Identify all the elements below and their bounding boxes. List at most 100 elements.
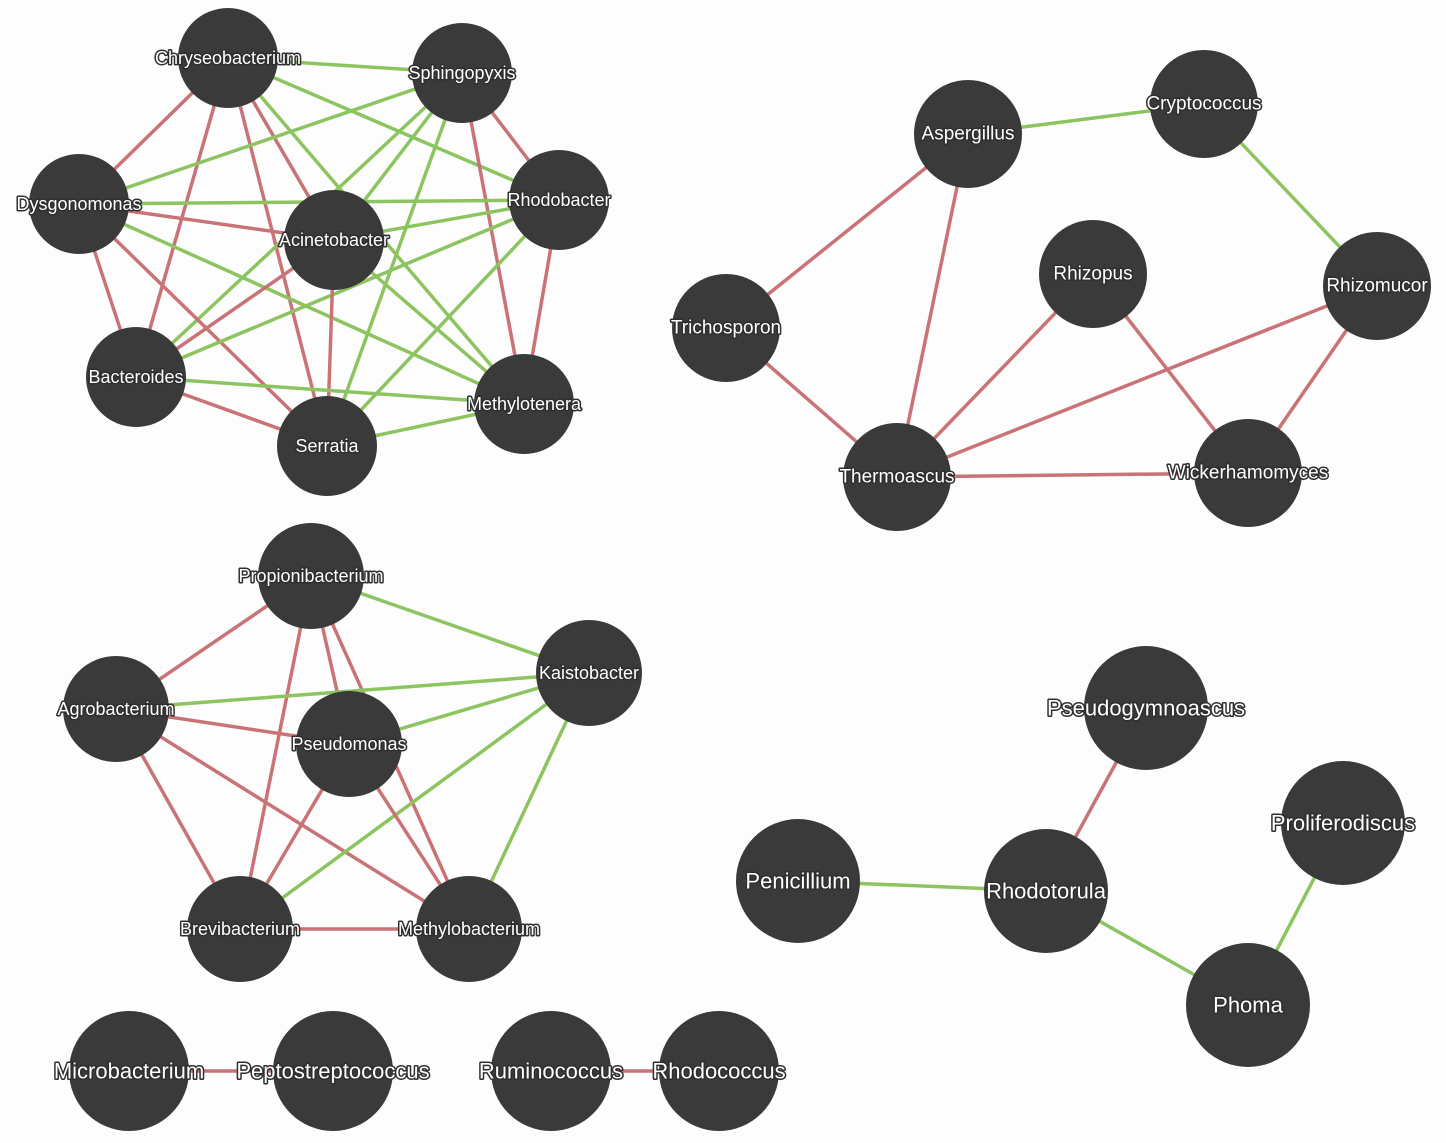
- node-thermoascus: Thermoascus: [838, 423, 956, 531]
- node-label-thermoascus: Thermoascus: [839, 467, 954, 488]
- node-circle-phoma: [1186, 943, 1310, 1067]
- node-circle-methylobacterium: [416, 876, 522, 982]
- node-label-peptostreptococcus: Peptostreptococcus: [236, 1059, 429, 1084]
- node-acinetobacter: Acinetobacter: [277, 190, 391, 290]
- node-label-bacteroides: Bacteroides: [88, 367, 183, 387]
- node-circle-kaistobacter: [536, 620, 642, 726]
- node-label-ruminococcus: Ruminococcus: [479, 1059, 623, 1084]
- edge-kaistobacter-brevibacterium-positive: [238, 671, 591, 931]
- node-label-microbacterium: Microbacterium: [54, 1059, 204, 1084]
- node-circle-pseudomonas: [296, 691, 402, 797]
- node-circle-peptostreptococcus: [273, 1011, 393, 1131]
- node-methylobacterium: Methylobacterium: [396, 876, 542, 982]
- edge-aspergillus-thermoascus-negative: [895, 132, 970, 479]
- node-label-pseudomonas: Pseudomonas: [291, 734, 406, 754]
- edge-sphingopyxis-dysgonomonas-positive: [77, 71, 464, 206]
- edge-chryseobacterium-rhodobacter-positive: [226, 56, 561, 202]
- node-brevibacterium: Brevibacterium: [178, 876, 302, 982]
- edge-rhodobacter-bacteroides-positive: [134, 198, 561, 379]
- node-label-trichosporon: Trichosporon: [671, 318, 781, 339]
- node-circle-microbacterium: [69, 1011, 189, 1131]
- node-circle-brevibacterium: [187, 876, 293, 982]
- node-label-serratia: Serratia: [295, 436, 359, 456]
- node-circle-serratia: [277, 396, 377, 496]
- node-circle-cryptococcus: [1150, 50, 1258, 158]
- edge-rhodobacter-serratia-positive: [325, 198, 561, 448]
- node-rhizomucor: Rhizomucor: [1323, 232, 1431, 340]
- node-circle-methylotenera: [474, 354, 574, 454]
- node-circle-rhodococcus: [659, 1011, 779, 1131]
- node-label-phoma: Phoma: [1213, 993, 1283, 1018]
- edge-agrobacterium-methylobacterium-negative: [114, 707, 471, 931]
- node-rhodobacter: Rhodobacter: [506, 150, 612, 250]
- node-phoma: Phoma: [1186, 943, 1310, 1067]
- node-rhodococcus: Rhodococcus: [651, 1011, 787, 1131]
- edge-sphingopyxis-serratia-positive: [325, 71, 464, 448]
- node-circle-ruminococcus: [491, 1011, 611, 1131]
- node-penicillium: Penicillium: [736, 819, 860, 943]
- edge-dysgonomonas-serratia-negative: [77, 202, 329, 448]
- node-aspergillus: Aspergillus: [914, 80, 1022, 188]
- node-circle-penicillium: [736, 819, 860, 943]
- node-circle-acinetobacter: [284, 190, 384, 290]
- node-label-pseudogymnoascus: Pseudogymnoascus: [1047, 696, 1245, 721]
- node-label-agrobacterium: Agrobacterium: [57, 699, 174, 719]
- node-sphingopyxis: Sphingopyxis: [407, 23, 517, 123]
- node-circle-agrobacterium: [63, 656, 169, 762]
- node-agrobacterium: Agrobacterium: [56, 656, 176, 762]
- node-chryseobacterium: Chryseobacterium: [153, 8, 303, 108]
- node-circle-rhizopus: [1039, 220, 1147, 328]
- node-cryptococcus: Cryptococcus: [1145, 50, 1263, 158]
- node-proliferodiscus: Proliferodiscus: [1269, 761, 1417, 885]
- node-dysgonomonas: Dysgonomonas: [15, 154, 143, 254]
- node-pseudomonas: Pseudomonas: [290, 691, 408, 797]
- node-label-aspergillus: Aspergillus: [922, 124, 1015, 145]
- node-circle-propionibacterium: [258, 523, 364, 629]
- edge-agrobacterium-kaistobacter-positive: [114, 671, 591, 711]
- node-methylotenera: Methylotenera: [465, 354, 584, 454]
- node-label-acinetobacter: Acinetobacter: [279, 230, 389, 250]
- node-propionibacterium: Propionibacterium: [237, 523, 385, 629]
- node-label-cryptococcus: Cryptococcus: [1146, 94, 1261, 115]
- node-peptostreptococcus: Peptostreptococcus: [235, 1011, 431, 1131]
- node-label-rhodotorula: Rhodotorula: [986, 879, 1107, 904]
- node-circle-thermoascus: [843, 423, 951, 531]
- node-label-sphingopyxis: Sphingopyxis: [408, 63, 515, 83]
- node-label-proliferodiscus: Proliferodiscus: [1271, 811, 1415, 836]
- node-circle-bacteroides: [86, 327, 186, 427]
- node-circle-proliferodiscus: [1281, 761, 1405, 885]
- node-ruminococcus: Ruminococcus: [477, 1011, 625, 1131]
- edge-rhizomucor-thermoascus-negative: [895, 284, 1379, 479]
- node-circle-trichosporon: [672, 274, 780, 382]
- node-label-rhizopus: Rhizopus: [1053, 264, 1132, 285]
- edge-thermoascus-wickerhamomyces-negative: [895, 471, 1250, 479]
- edge-bacteroides-methylotenera-positive: [134, 375, 526, 406]
- node-layer: ChryseobacteriumSphingopyxisDysgonomonas…: [15, 8, 1431, 1131]
- node-circle-aspergillus: [914, 80, 1022, 188]
- node-circle-wickerhamomyces: [1194, 419, 1302, 527]
- node-circle-sphingopyxis: [412, 23, 512, 123]
- node-label-kaistobacter: Kaistobacter: [539, 663, 639, 683]
- node-bacteroides: Bacteroides: [86, 327, 186, 427]
- node-label-propionibacterium: Propionibacterium: [238, 566, 383, 586]
- node-circle-chryseobacterium: [178, 8, 278, 108]
- edge-propionibacterium-brevibacterium-negative: [238, 574, 313, 931]
- node-circle-rhodobacter: [509, 150, 609, 250]
- node-pseudogymnoascus: Pseudogymnoascus: [1045, 646, 1247, 770]
- node-label-dysgonomonas: Dysgonomonas: [16, 194, 141, 214]
- edge-sphingopyxis-methylotenera-negative: [460, 71, 526, 406]
- node-label-rhizomucor: Rhizomucor: [1326, 276, 1428, 297]
- node-label-rhodococcus: Rhodococcus: [652, 1059, 785, 1084]
- node-circle-rhodotorula: [984, 829, 1108, 953]
- edge-chryseobacterium-serratia-negative: [226, 56, 329, 448]
- node-rhodotorula: Rhodotorula: [984, 829, 1108, 953]
- node-trichosporon: Trichosporon: [669, 274, 783, 382]
- node-label-rhodobacter: Rhodobacter: [507, 190, 610, 210]
- node-circle-dysgonomonas: [29, 154, 129, 254]
- node-label-penicillium: Penicillium: [745, 869, 850, 894]
- node-circle-rhizomucor: [1323, 232, 1431, 340]
- node-wickerhamomyces: Wickerhamomyces: [1166, 419, 1330, 527]
- node-rhizopus: Rhizopus: [1039, 220, 1147, 328]
